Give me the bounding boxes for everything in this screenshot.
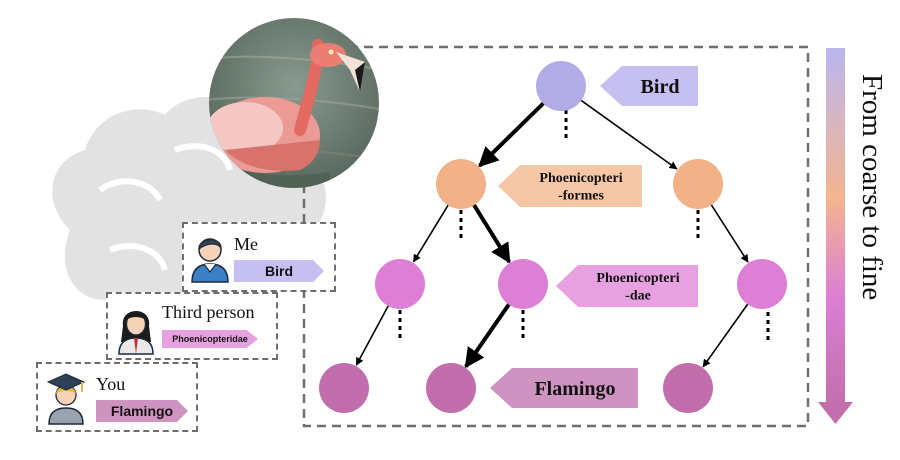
coarse-to-fine-label: From coarse to fine bbox=[856, 74, 888, 300]
level-label-bg-3 bbox=[490, 368, 638, 408]
tree-edge-bold bbox=[464, 302, 512, 369]
level-label-bg-0 bbox=[600, 66, 698, 106]
perspective-role: You bbox=[96, 374, 126, 394]
male-user-icon bbox=[191, 238, 229, 283]
tree-node-level-3 bbox=[663, 363, 713, 413]
level-label-bg-1 bbox=[498, 165, 642, 207]
level-labels: BirdPhoenicopteri-formesPhoenicopteri-da… bbox=[490, 66, 698, 408]
tree-edge bbox=[355, 304, 390, 366]
level-label-bg-2 bbox=[556, 265, 698, 307]
tree-node-level-3 bbox=[426, 363, 476, 413]
perspective-role: Third person bbox=[162, 302, 255, 322]
level-label-2: Phoenicopteri-dae bbox=[596, 271, 679, 304]
tree-node-level-2 bbox=[737, 259, 787, 309]
tree-node-level-0 bbox=[536, 61, 586, 111]
level-label-3: Flamingo bbox=[534, 378, 615, 400]
level-label-1: Phoenicopteri-formes bbox=[539, 171, 622, 204]
coarse-to-fine-arrow bbox=[818, 48, 853, 424]
graduate-user-icon bbox=[46, 373, 86, 425]
tree-edge-bold bbox=[471, 203, 511, 264]
perspective-card-you: You Flamingo bbox=[36, 362, 198, 432]
tree-edge bbox=[412, 203, 450, 263]
tree-edges bbox=[355, 99, 749, 369]
level-label-0: Bird bbox=[641, 76, 680, 98]
tree-node-level-1 bbox=[673, 159, 723, 209]
tree-edge bbox=[579, 99, 678, 170]
perspective-card-me: Me Bird bbox=[182, 222, 336, 292]
perspective-tag: Phoenicopteridae bbox=[162, 330, 258, 348]
tree-node-level-3 bbox=[319, 363, 369, 413]
tree-edge-bold bbox=[478, 101, 546, 168]
tree-nodes bbox=[319, 61, 787, 413]
tree-dotted-connectors bbox=[398, 110, 770, 342]
perspective-role: Me bbox=[234, 234, 258, 254]
perspective-tag: Flamingo bbox=[96, 400, 188, 422]
tree-edge bbox=[702, 302, 749, 368]
female-user-icon bbox=[118, 311, 154, 355]
tree-node-level-2 bbox=[375, 259, 425, 309]
perspective-card-third-person: Third person Phoenicopteridae bbox=[106, 292, 278, 360]
perspective-tag: Bird bbox=[234, 260, 324, 282]
tree-node-level-1 bbox=[436, 159, 486, 209]
tree-node-level-2 bbox=[498, 259, 548, 309]
flamingo-photo bbox=[209, 18, 379, 188]
tree-edge bbox=[710, 203, 749, 263]
